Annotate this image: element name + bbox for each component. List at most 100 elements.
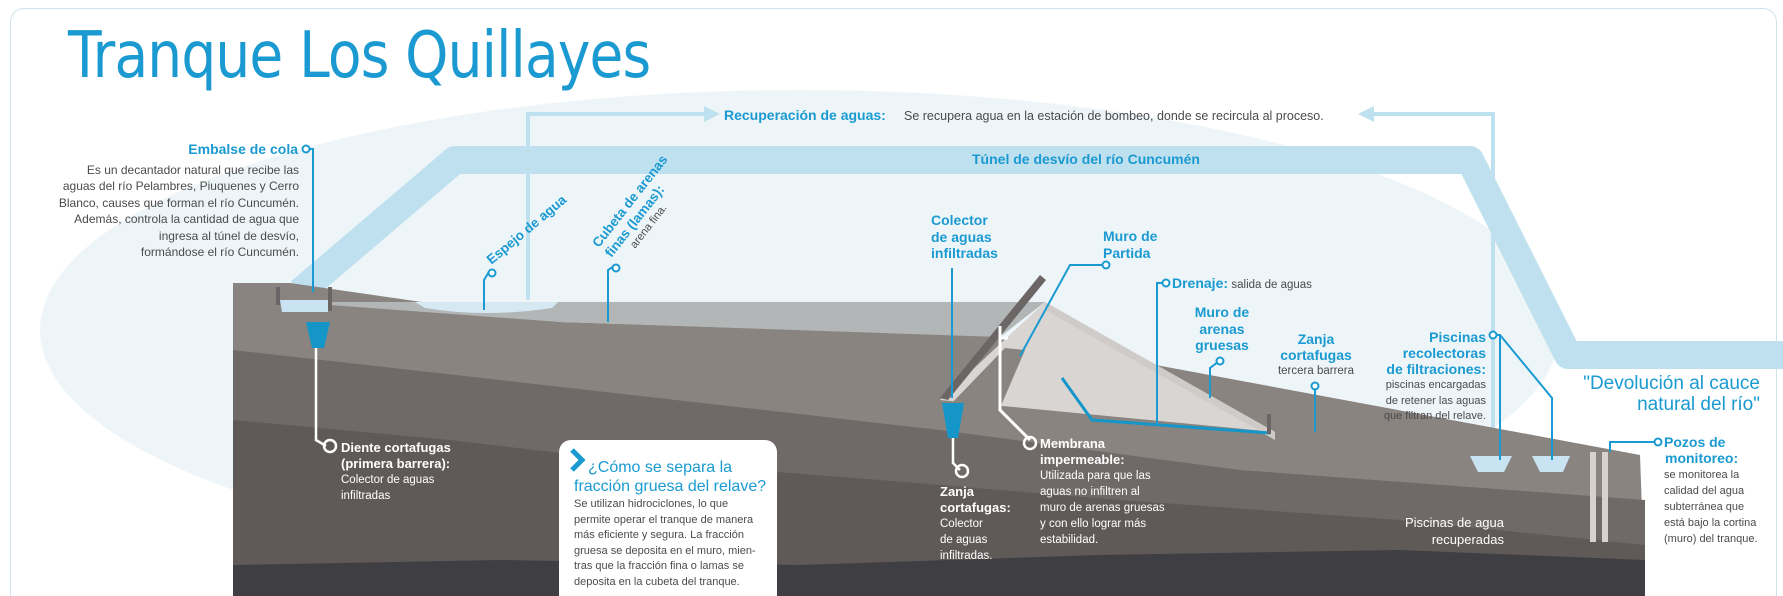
- pozos-label: Pozos de monitoreo:: [1664, 434, 1738, 466]
- zanja-cortafugas-title: Zanja: [940, 484, 974, 499]
- dot-pozos: [1653, 437, 1663, 447]
- colector-line: de aguas: [931, 228, 992, 245]
- pozos-line: está bajo la cortina: [1664, 517, 1757, 529]
- colector-label: Colector de aguas infiltradas: [931, 212, 998, 262]
- drain-line: [1060, 377, 1271, 435]
- leader-diente: [314, 348, 327, 448]
- dot-zanja-cortafugas: [954, 463, 970, 479]
- membrane-pointer: [998, 326, 1032, 442]
- question-body-line: gruesa se deposita en el muro, mien-: [574, 544, 756, 557]
- muro-arenas-line: Muro de: [1194, 304, 1250, 320]
- recovery-text: Se recupera agua en la estación de bombe…: [904, 109, 1324, 123]
- question-body-line: Se utilizan hidrociclones, lo que: [574, 498, 729, 510]
- devolucion-line: "Devolución al cauce: [1583, 373, 1760, 394]
- pozos-description: se monitorea la calidad del agua subterr…: [1664, 467, 1758, 547]
- muro-arenas-line: gruesas: [1195, 337, 1249, 353]
- diente-title: (primera barrera):: [341, 456, 451, 471]
- zanja-cortafugas-sub: de aguas: [940, 534, 988, 546]
- cola-post-right: [328, 287, 332, 311]
- zanja-tercera-title: cortafugas: [1280, 347, 1352, 363]
- piscinas-sub-line: de retener las aguas: [1385, 394, 1486, 407]
- membrana-sub: aguas no infiltren al: [1040, 486, 1140, 498]
- question-title-2: fracción gruesa del relave?: [574, 478, 767, 495]
- embalse-line: Blanco, causes que forman el río Cuncumé…: [58, 195, 299, 210]
- embalse-line: formándose el río Cuncumén.: [140, 245, 299, 260]
- embalse-description: Es un decantador natural que recibe las …: [20, 162, 299, 260]
- muro-partida-line: Partida: [1103, 244, 1151, 261]
- question-box: [559, 440, 777, 596]
- piscinas-sub-line: piscinas encargadas: [1385, 379, 1486, 391]
- sand-wall: [940, 302, 1275, 432]
- piscinas-agua-line: recuperadas: [1431, 532, 1504, 547]
- piscinas-recolectoras-sub: piscinas encargadas de retener las aguas…: [1370, 378, 1486, 425]
- cola-reservoir-water: [280, 300, 330, 312]
- colector-line: Colector: [931, 212, 988, 228]
- piscinas-title-line: recolectoras: [1402, 345, 1486, 361]
- colector-line: infiltradas: [931, 245, 998, 261]
- question-body-line: permite operar el tranque de manera: [574, 513, 754, 526]
- well-1: [1590, 452, 1596, 542]
- membrana-sub: estabilidad.: [1040, 534, 1099, 546]
- diente-label: Diente cortafugas (primera barrera): Col…: [341, 440, 451, 504]
- leader-muro-partida: [1019, 264, 1106, 357]
- recovery-arrow-left: [526, 112, 708, 300]
- starter-wall-body: [950, 348, 1025, 408]
- zanja-cortafugas-title: cortafugas:: [940, 500, 1011, 515]
- tunnel-band: [290, 146, 1783, 369]
- dot-espejo: [487, 268, 497, 278]
- membrana-label: Membrana impermeable: Utilizada para que…: [1040, 436, 1165, 548]
- muro-partida-line: Muro de: [1103, 228, 1158, 244]
- leader-piscinas-2: [1499, 334, 1553, 460]
- diente-sub: Colector de aguas: [341, 474, 435, 486]
- diente-title: Diente cortafugas: [341, 440, 451, 455]
- sand-wall-face: [1045, 302, 1275, 440]
- recovery-label: Recuperación de aguas:: [724, 107, 886, 123]
- dot-piscinas: [1488, 330, 1498, 340]
- collection-pool-2: [1532, 456, 1570, 472]
- tunnel-label: Túnel de desvío del río Cuncumén: [972, 151, 1200, 167]
- leader-muro-arenas: [1209, 361, 1219, 398]
- question-body-line: deposita en la cubeta del tranque.: [574, 575, 740, 588]
- dot-cubeta: [611, 263, 621, 273]
- membrana-sub: y con ello lograr más: [1040, 518, 1147, 530]
- membrana-title: Membrana: [1040, 436, 1106, 451]
- pozos-title: monitoreo:: [1665, 450, 1739, 466]
- question-body: Se utilizan hidrociclones, lo que permit…: [574, 497, 756, 590]
- starter-wall-edge: [940, 275, 1046, 400]
- piscinas-sub-line: que filtran del relave.: [1383, 410, 1486, 422]
- dot-drenaje: [1161, 278, 1171, 288]
- zanja-cortafugas-label: Zanja cortafugas: Colector de aguas infi…: [940, 484, 1011, 564]
- question-body-line: tras que la fracción fina o lamas se: [574, 560, 744, 572]
- zanja-tercera-sub: tercera barrera: [1277, 365, 1355, 377]
- recovery-arrowhead-left: [704, 106, 720, 122]
- cola-post-left: [276, 287, 280, 305]
- drenaje-text: salida de aguas: [1231, 279, 1312, 291]
- piscinas-recolectoras-title: Piscinas recolectoras de filtraciones:: [1370, 329, 1486, 377]
- dot-membrana: [1022, 435, 1038, 451]
- question-title-1: ¿Cómo se separa la: [588, 459, 733, 476]
- dot-zanja-tercera: [1310, 381, 1320, 391]
- zanja-cortafugas-sub: infiltradas.: [940, 550, 993, 562]
- muro-arenas-label: Muro de arenas gruesas: [1184, 304, 1260, 354]
- membrana-title: impermeable:: [1040, 452, 1125, 467]
- pozos-line: (muro) del tranque.: [1664, 533, 1758, 545]
- membrana-sub: muro de arenas gruesas: [1040, 502, 1165, 514]
- embalse-line: ingresa al túnel de desvío,: [158, 228, 299, 243]
- cutoff-trench-wedge: [942, 403, 964, 438]
- pozos-title: Pozos de: [1664, 434, 1726, 450]
- drenaje-title: Drenaje:: [1172, 275, 1229, 291]
- leader-pozos: [1609, 441, 1655, 452]
- embalse-line: aguas del río Pelambres, Piuquenes y Cer…: [62, 179, 299, 194]
- muro-partida-label: Muro de Partida: [1103, 228, 1157, 261]
- zanja-tercera-title: Zanja: [1297, 331, 1335, 347]
- membrana-sub: Utilizada para que las: [1040, 470, 1151, 482]
- recovery-arrow-right: [1370, 112, 1495, 457]
- question-body-line: más eficiente y segura. La fracción: [574, 529, 744, 541]
- drenaje-label: Drenaje: salida de aguas: [1172, 275, 1312, 293]
- piscinas-title-line: de filtraciones:: [1386, 361, 1486, 377]
- collection-pool-1: [1470, 456, 1512, 472]
- muro-arenas-line: arenas: [1199, 320, 1245, 337]
- page-title: Tranque Los Quillayes: [68, 19, 651, 93]
- cutoff-key-wedge: [306, 322, 330, 348]
- piscinas-title-line: Piscinas: [1429, 329, 1486, 345]
